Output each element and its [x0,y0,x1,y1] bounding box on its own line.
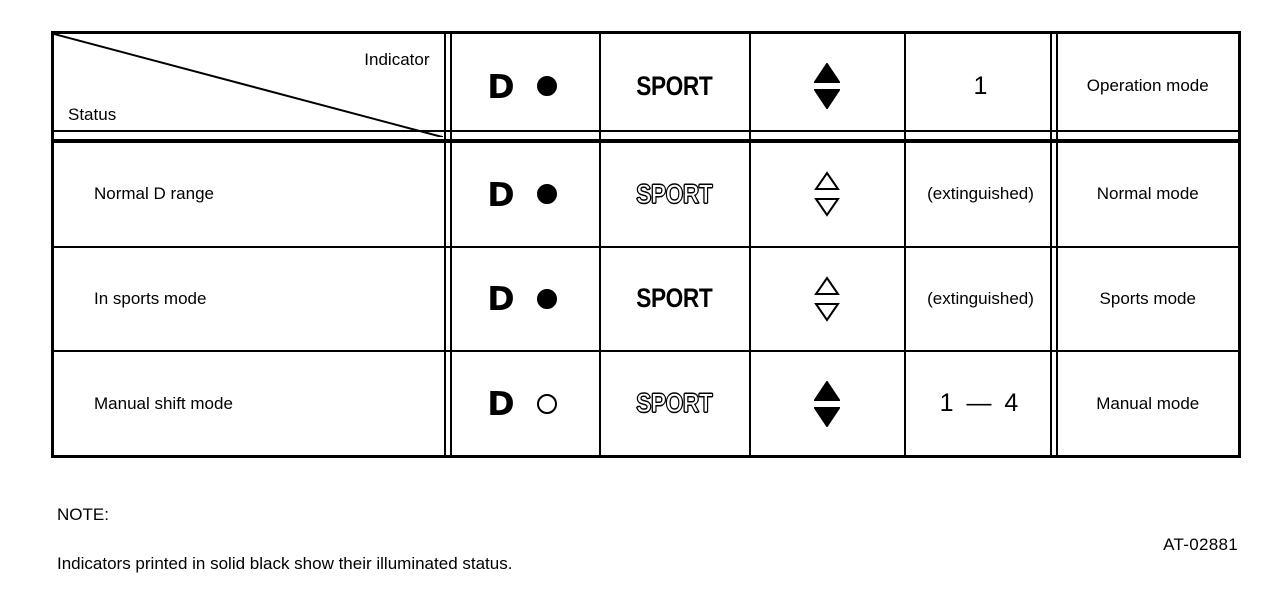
d-dot-icon [536,184,557,205]
triangle-up-icon [814,276,840,295]
gear-number: (extinguished) [927,288,1034,308]
d-dot-icon [536,76,557,97]
gear-number: 1 — 4 [939,389,1022,418]
note-title: NOTE: [57,504,109,524]
row-gear-cell: 1 — 4 [903,350,1058,458]
triangle-up-icon [814,380,840,401]
status-label: Manual shift mode [94,393,233,413]
d-letter: D [487,279,515,319]
gear-number: (extinguished) [927,184,1034,204]
header-gear-cell: 1 [903,31,1058,143]
row-sport-cell: SPORT [598,139,751,248]
shift-arrows-group [751,171,904,217]
table-row: Manual shift mode D SPORT [51,350,1241,460]
axis-label-indicator: Indicator [364,50,430,69]
row-gear-cell: (extinguished) [903,139,1058,248]
triangle-down-icon [814,406,840,427]
row-operation-mode-cell: Manual mode [1050,350,1241,460]
triangle-up-icon [814,171,840,191]
sport-label: SPORT [636,70,713,101]
axis-label-status: Status [68,104,117,124]
table: Indicator Status D SPORT [51,31,1241,460]
status-label-cell: Normal D range [51,139,452,249]
triangle-up-icon [814,63,840,84]
d-letter: D [487,174,515,214]
operation-mode-label: Manual mode [1096,393,1200,413]
shift-arrows-group [751,380,904,427]
d-dot-icon [536,288,557,309]
d-dot-icon [536,393,557,414]
d-indicator-group: D [446,178,599,211]
triangle-down-icon [814,302,840,322]
diagonal-divider-line [54,34,443,137]
sport-label: SPORT [636,388,713,419]
header-d-range-cell: D [443,31,601,143]
row-d-range-cell: D [443,245,601,353]
header-operation-mode-cell: Operation mode [1050,31,1241,143]
header-double-rule [51,130,1238,132]
operation-mode-label: Normal mode [1096,184,1199,204]
triangle-down-icon [814,89,840,110]
d-indicator-group: D [446,387,599,420]
row-sport-cell: SPORT [598,245,751,353]
operation-mode-label: Sports mode [1099,288,1196,308]
row-shift-arrows-cell [748,139,906,248]
header-sport-cell: SPORT [598,31,751,143]
row-d-range-cell: D [443,350,601,458]
table-row: Normal D range D SPORT [51,139,1241,249]
d-letter: D [487,66,515,106]
shift-arrows-group [751,276,904,322]
row-operation-mode-cell: Sports mode [1050,245,1241,354]
status-label: In sports mode [94,288,207,308]
status-label-cell: In sports mode [51,245,452,354]
figure-code: AT-02881 [1163,535,1238,554]
triangle-down-icon [814,198,840,217]
operation-mode-label: Operation mode [1086,76,1209,96]
table-row: In sports mode D SPORT [51,245,1241,354]
status-label: Normal D range [94,184,214,204]
row-gear-cell: (extinguished) [903,245,1058,353]
status-label-cell: Manual shift mode [51,350,452,460]
note-body: Indicators printed in solid black show t… [57,553,513,573]
row-shift-arrows-cell [748,245,906,353]
d-letter: D [487,384,515,424]
table-header-row: Indicator Status D SPORT [51,31,1241,143]
sport-label: SPORT [636,283,713,314]
corner-axis-cell: Indicator Status [51,31,452,143]
sport-label: SPORT [636,178,713,209]
shift-arrows-group [751,63,904,110]
gear-number: 1 [973,71,988,100]
d-indicator-group: D [446,70,599,103]
row-sport-cell: SPORT [598,350,751,458]
row-d-range-cell: D [443,139,601,248]
indicator-status-table: Indicator Status D SPORT [51,31,1241,460]
note-block: NOTE: Indicators printed in solid black … [57,478,512,601]
row-operation-mode-cell: Normal mode [1050,139,1241,249]
row-shift-arrows-cell [748,350,906,458]
header-shift-arrows-cell [748,31,906,143]
d-indicator-group: D [446,282,599,315]
